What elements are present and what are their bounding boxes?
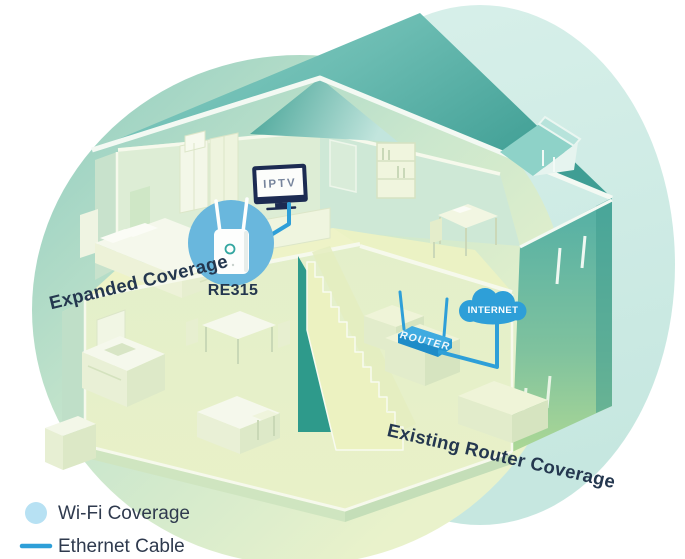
roof-plane — [92, 13, 612, 198]
router: ROUTER — [398, 290, 452, 357]
legend-wifi-label: Wi-Fi Coverage — [58, 503, 190, 524]
wifi-coverage-swatch — [25, 502, 47, 524]
internet-label: INTERNET — [468, 305, 519, 316]
kitchen-furniture — [45, 309, 290, 470]
extender-body — [214, 229, 249, 274]
study-furniture — [329, 139, 498, 258]
legend-ethernet-label: Ethernet Cable — [58, 536, 185, 557]
attic-interior — [250, 78, 398, 142]
roof — [91, 13, 613, 201]
iptv-tv: IPTV — [252, 163, 308, 211]
dormer-window — [500, 115, 582, 176]
legend: Wi-Fi Coverage Ethernet Cable — [19, 502, 190, 557]
re315-extender — [188, 197, 274, 286]
internet-cloud-icon: INTERNET — [459, 288, 527, 325]
floor-slab-edge — [359, 244, 513, 294]
tv-screen-label: IPTV — [263, 177, 297, 191]
ethernet-cable-tv — [264, 202, 291, 240]
tp-link-logo — [224, 243, 236, 255]
right-wall — [510, 198, 613, 452]
tv-screen — [256, 167, 304, 198]
extender-model-label: RE315 — [208, 282, 258, 299]
ethernet-cable-router — [438, 322, 499, 369]
